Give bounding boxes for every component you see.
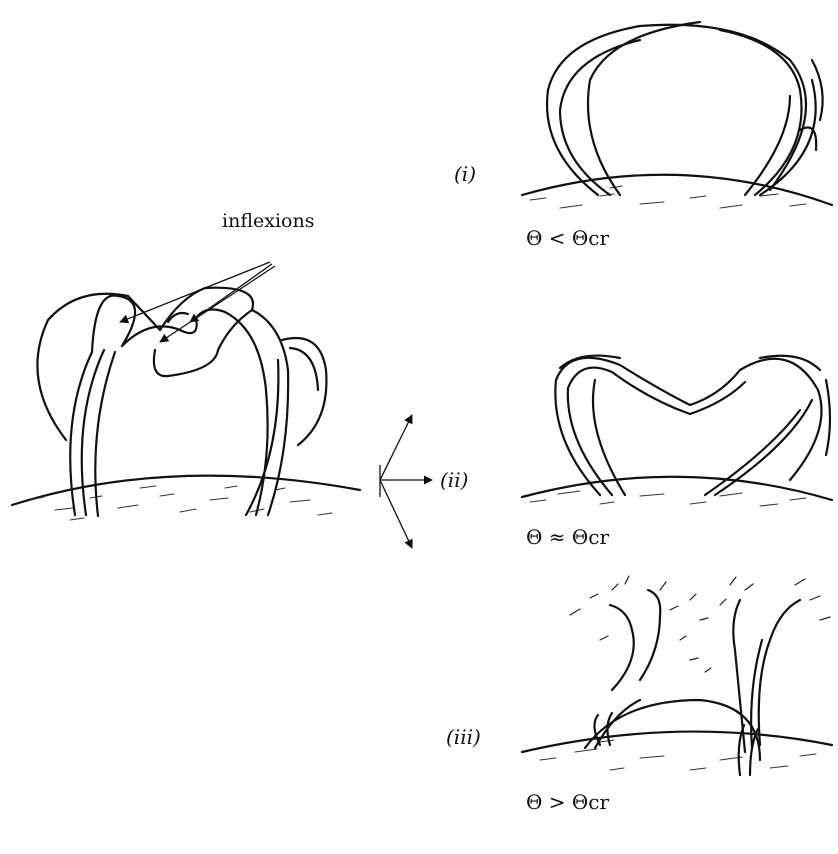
case-label-ii: (ii) [440, 468, 468, 492]
condition-label-i: Θ < Θcr [526, 226, 609, 250]
condition-label-ii: Θ ≈ Θcr [526, 525, 609, 549]
main-loop [12, 262, 360, 520]
branch-arrows [380, 415, 432, 548]
condition-label-iii: Θ > Θcr [526, 790, 609, 814]
arcade-case-i [522, 22, 832, 208]
inflexions-label: inflexions [222, 210, 314, 232]
arcade-case-ii [522, 356, 832, 506]
case-label-i: (i) [454, 162, 476, 186]
arcade-case-iii [522, 576, 832, 775]
case-label-iii: (iii) [446, 725, 481, 749]
